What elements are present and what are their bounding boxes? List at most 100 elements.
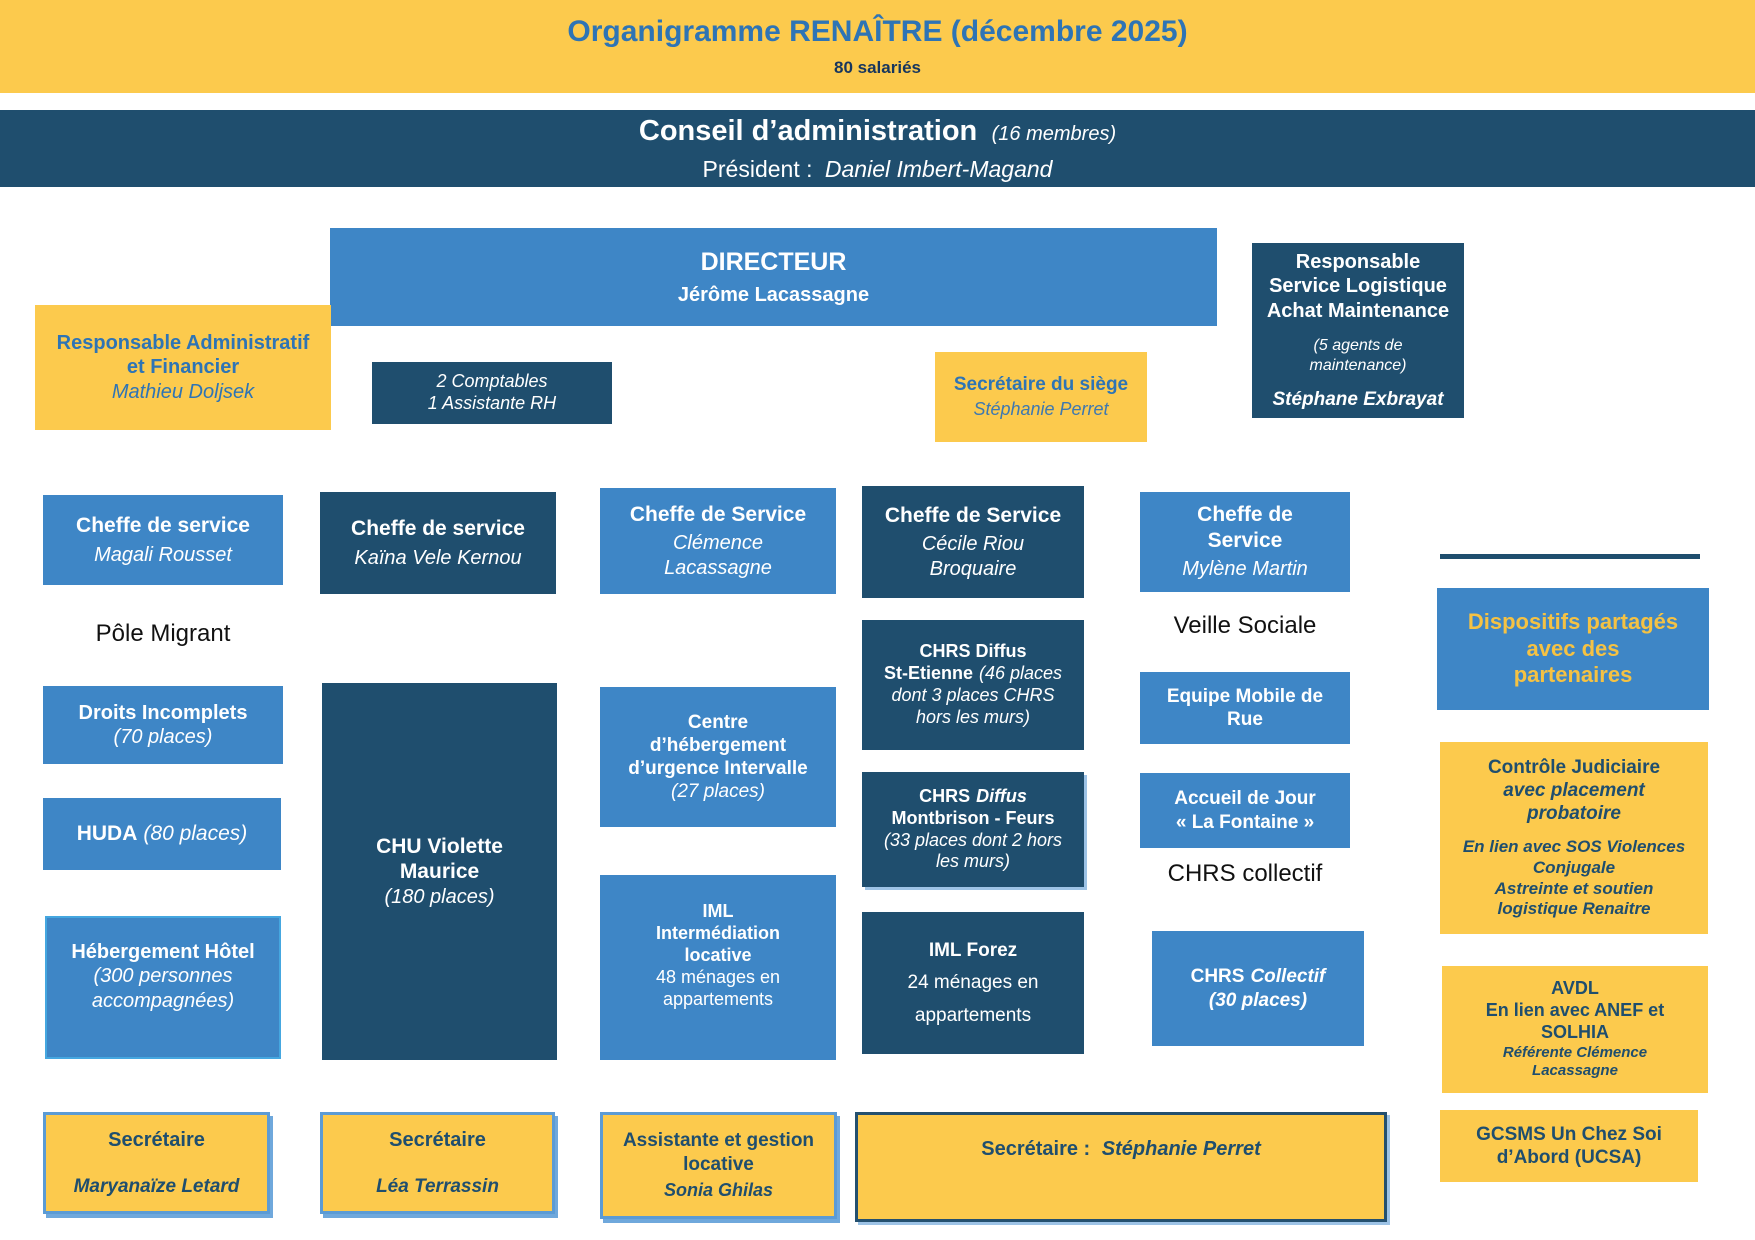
iml-forez-line3: appartements: [914, 1004, 1032, 1026]
intervalle-line3: d’urgence Intervalle: [628, 758, 808, 779]
iml-line5: appartements: [662, 988, 774, 1009]
board-title: Conseil d’administration: [638, 115, 978, 148]
dispositifs-line2: avec des: [1526, 635, 1620, 661]
chief-box-3: Cheffe de Service Clémence Lacassagne: [600, 488, 836, 594]
resp-logistique-box: Responsable Service Logistique Achat Mai…: [1252, 243, 1464, 418]
secretaire-wide-name: Stéphanie Perret: [1101, 1138, 1261, 1160]
assistante-name: Sonia Ghilas: [663, 1179, 774, 1200]
equipe-mobile-box: Equipe Mobile de Rue: [1140, 672, 1350, 744]
accueil-line1: Accueil de Jour: [1174, 788, 1316, 810]
veille-sociale-label: Veille Sociale: [1173, 612, 1317, 639]
chief-5-name: Mylène Martin: [1182, 558, 1308, 581]
chief-1-name: Magali Rousset: [94, 543, 232, 566]
chrs-collectif-label: CHRS collectif: [1167, 860, 1323, 887]
director-name: Jérôme Lacassagne: [677, 284, 870, 307]
secretaire-siege-box: Secrétaire du siège Stéphanie Perret: [935, 352, 1147, 442]
chrs-coll-places: (30 places): [1208, 989, 1308, 1011]
iml-line4: 48 ménages en: [655, 966, 781, 987]
iml-forez-title: IML Forez: [928, 940, 1018, 962]
chief-box-1: Cheffe de service Magali Rousset: [43, 495, 283, 585]
intervalle-places: (27 places): [671, 781, 765, 803]
hebergement-hotel-box: Hébergement Hôtel (300 personnes accompa…: [45, 916, 281, 1059]
chief-4-name: Cécile Riou Broquaire: [921, 533, 1025, 580]
board-president-line: Président : Daniel Imbert-Magand: [703, 155, 1053, 183]
resp-log-line2: Service Logistique: [1269, 275, 1447, 298]
controle-sub2: probatoire: [1527, 803, 1621, 825]
pole-migrant-label: Pôle Migrant: [95, 620, 231, 647]
hotel-title: Hébergement Hôtel: [71, 940, 255, 963]
accueil-line2: « La Fontaine »: [1175, 811, 1315, 833]
chief-3-name: Clémence Lacassagne: [664, 532, 772, 579]
hotel-sub1: (300 personnes: [93, 965, 233, 988]
chrs-ste-title: CHRS Diffus: [919, 641, 1027, 662]
resp-log-agents-line1: (5 agents de: [1313, 336, 1403, 354]
droits-places: (70 places): [113, 726, 213, 748]
gcsms-line2: d’Abord (UCSA): [1496, 1147, 1642, 1168]
iml-forez-box: IML Forez 24 ménages en appartements: [862, 912, 1084, 1054]
director-box: DIRECTEUR Jérôme Lacassagne: [330, 228, 1217, 326]
comptables-line1: 2 Comptables: [436, 371, 548, 392]
intervalle-line1: Centre: [687, 711, 749, 733]
chief-3-title: Cheffe de Service: [629, 502, 807, 526]
intervalle-box: Centre d’hébergement d’urgence Intervall…: [600, 687, 836, 827]
resp-admin-line1: Responsable Administratif: [56, 331, 310, 354]
chief-box-5: Cheffe de Service Mylène Martin: [1140, 492, 1350, 592]
board-banner: Conseil d’administration (16 membres) Pr…: [0, 110, 1755, 187]
chrs-coll-title2: Collectif: [1250, 966, 1326, 988]
gcsms-line1: GCSMS Un Chez Soi: [1476, 1123, 1662, 1145]
chief-1-title: Cheffe de service: [76, 514, 250, 537]
avdl-box: AVDL En lien avec ANEF et SOLHIA Référen…: [1442, 966, 1708, 1093]
resp-log-line1: Responsable: [1295, 250, 1421, 273]
secretaire-wide-label: Secrétaire :: [981, 1138, 1091, 1160]
dispositifs-line3: partenaires: [1513, 662, 1633, 688]
board-title-line: Conseil d’administration (16 membres): [639, 114, 1116, 149]
president-name: Daniel Imbert-Magand: [824, 155, 1053, 182]
comptables-line2: 1 Assistante RH: [427, 393, 557, 413]
chu-places: (180 places): [384, 885, 495, 908]
chief-2-title: Cheffe de service: [351, 517, 525, 540]
resp-admin-name: Mathieu Doljsek: [111, 380, 255, 403]
secretaire-pole-box: Secrétaire Maryanaïze Letard: [43, 1112, 270, 1214]
chief-box-2: Cheffe de service Kaïna Vele Kernou: [320, 492, 556, 594]
chief-4-title: Cheffe de Service: [884, 503, 1062, 527]
director-title: DIRECTEUR: [700, 247, 847, 276]
iml-line3: locative: [684, 944, 752, 965]
controle-sub1: avec placement: [1503, 779, 1645, 801]
chief-5-title: Cheffe de Service: [1197, 503, 1293, 552]
page-title: Organigramme RENAÎTRE (décembre 2025): [567, 15, 1188, 49]
huda-box: HUDA (80 places): [43, 798, 281, 870]
avdl-ref2: Lacassagne: [1532, 1062, 1618, 1080]
header-banner: Organigramme RENAÎTRE (décembre 2025) 80…: [0, 0, 1755, 93]
avdl-ref1: Référente Clémence: [1502, 1044, 1648, 1062]
chrs-ste-detail: (46 places dont 3 places CHRS hors les m…: [891, 663, 1063, 727]
chu-box: CHU Violette Maurice (180 places): [322, 683, 557, 1060]
secretaire-chu-box: Secrétaire Léa Terrassin: [320, 1112, 555, 1214]
comptables-box: 2 Comptables 1 Assistante RH: [372, 362, 612, 424]
chrs-mont-title1: CHRS: [919, 785, 971, 806]
resp-log-name: Stéphane Exbrayat: [1272, 389, 1444, 411]
chrs-diffus-st-etienne-box: CHRS Diffus St-Etienne(46 places dont 3 …: [862, 620, 1084, 750]
secretaire-chu-name: Léa Terrassin: [376, 1175, 499, 1197]
droits-incomplets-box: Droits Incomplets (70 places): [43, 686, 283, 764]
chu-line2: Maurice: [399, 860, 480, 884]
assistante-locative-box: Assistante et gestion locative Sonia Ghi…: [600, 1112, 837, 1219]
hotel-sub2: accompagnées): [91, 989, 235, 1012]
president-label: Président :: [702, 155, 813, 182]
dispositifs-partages-box: Dispositifs partagés avec des partenaire…: [1437, 588, 1709, 710]
chrs-mont-detail: (33 places dont 2 hors les murs): [883, 829, 1063, 872]
secretaire-pole-title: Secrétaire: [108, 1129, 205, 1152]
chrs-mont-title2: Diffus: [976, 785, 1027, 806]
intervalle-line2: d’hébergement: [649, 734, 787, 756]
chrs-coll-title1: CHRS: [1190, 966, 1245, 988]
accueil-jour-box: Accueil de Jour « La Fontaine »: [1140, 773, 1350, 848]
iml-forez-line2: 24 ménages en: [907, 972, 1039, 994]
assistante-line2: locative: [683, 1153, 754, 1175]
chrs-ste-name: St-Etienne: [883, 663, 973, 684]
huda-places: (80 places): [143, 822, 248, 846]
avdl-line3: SOLHIA: [1540, 1022, 1609, 1043]
